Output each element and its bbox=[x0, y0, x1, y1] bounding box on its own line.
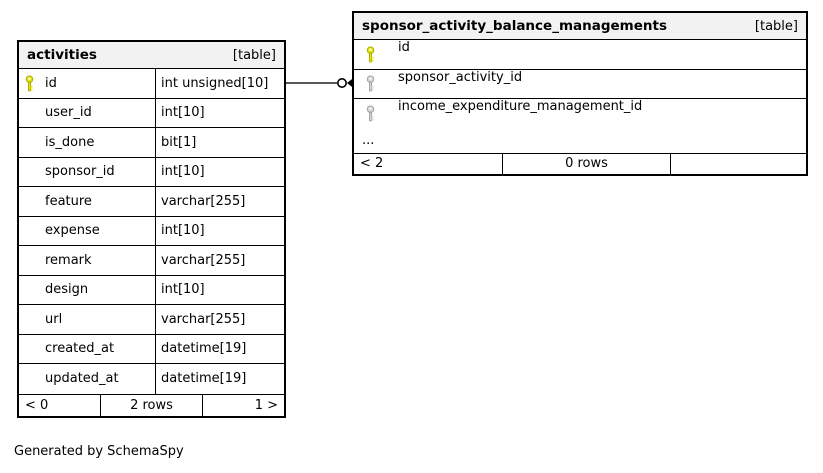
table-columns: id int unsigned[10] user_id int[10] is_d… bbox=[19, 69, 284, 394]
column-name: user_id bbox=[45, 105, 92, 121]
column-type: int[10] bbox=[155, 216, 284, 245]
column-row-feature[interactable]: feature varchar[255] bbox=[19, 187, 284, 217]
column-type: int[10] bbox=[155, 98, 284, 127]
column-name: income_expenditure_management_id bbox=[398, 99, 643, 114]
column-type: int[10] bbox=[155, 275, 284, 304]
column-type: varchar[255] bbox=[155, 187, 284, 216]
column-name: expense bbox=[45, 223, 100, 239]
column-name: remark bbox=[45, 252, 92, 268]
column-type: int unsigned[10] bbox=[155, 69, 284, 98]
column-row-is-done[interactable]: is_done bit[1] bbox=[19, 128, 284, 158]
foreign-key-icon bbox=[366, 105, 375, 122]
key-icon-slot bbox=[366, 40, 380, 69]
column-name-cell: user_id bbox=[19, 99, 155, 128]
column-name-cell: url bbox=[19, 305, 155, 334]
column-row-id[interactable]: id int unsigned[10] bbox=[19, 69, 284, 99]
column-name: sponsor_activity_id bbox=[398, 69, 523, 85]
table-type-tag: [table] bbox=[232, 47, 276, 63]
table-header[interactable]: sponsor_activity_balance_managements [ta… bbox=[354, 13, 806, 40]
column-row-sponsor-id[interactable]: sponsor_id int[10] bbox=[19, 157, 284, 187]
pager-row-count: 0 rows bbox=[503, 153, 671, 174]
column-type: int[10] bbox=[155, 157, 284, 186]
column-type: varchar[255] bbox=[155, 305, 284, 334]
generator-note: Generated by SchemaSpy bbox=[14, 444, 184, 459]
table-pager: < 0 2 rows 1 > bbox=[19, 393, 284, 416]
column-row-expense[interactable]: expense int[10] bbox=[19, 216, 284, 246]
column-type: datetime[19] bbox=[155, 334, 284, 363]
table-title: activities bbox=[27, 47, 97, 63]
pager-prev: < 0 bbox=[19, 394, 101, 416]
primary-key-icon bbox=[25, 75, 34, 92]
column-row-created-at[interactable]: created_at datetime[19] bbox=[19, 334, 284, 364]
relationship-connector bbox=[286, 77, 354, 89]
column-type: datetime[19] bbox=[155, 364, 284, 394]
table-title: sponsor_activity_balance_managements bbox=[362, 18, 667, 34]
column-row-sponsor-activity-id[interactable]: sponsor_activity_id bbox=[354, 69, 806, 99]
column-name-cell: is_done bbox=[19, 128, 155, 157]
column-name: created_at bbox=[45, 341, 115, 357]
column-name: url bbox=[45, 311, 63, 327]
column-row-id[interactable]: id bbox=[354, 40, 806, 70]
table-type-tag: [table] bbox=[754, 18, 798, 34]
column-name-cell: remark bbox=[19, 246, 155, 275]
column-name: design bbox=[45, 282, 89, 298]
table-pager: < 2 0 rows bbox=[354, 153, 806, 174]
column-type: bit[1] bbox=[155, 128, 284, 157]
column-name-cell: design bbox=[19, 276, 155, 305]
key-icon-slot bbox=[366, 99, 380, 129]
column-name-cell: feature bbox=[19, 187, 155, 216]
column-row-remark[interactable]: remark varchar[255] bbox=[19, 246, 284, 276]
column-name: is_done bbox=[45, 134, 95, 150]
column-row-income-expenditure-management-id[interactable]: income_expenditure_management_id bbox=[354, 99, 806, 129]
pager-row-count: 2 rows bbox=[101, 394, 203, 416]
table-header[interactable]: activities [table] bbox=[19, 42, 284, 69]
column-type: varchar[255] bbox=[155, 246, 284, 275]
columns-ellipsis: ... bbox=[354, 129, 806, 154]
column-name: updated_at bbox=[45, 371, 119, 387]
key-icon-slot bbox=[366, 70, 380, 99]
table-node-activities[interactable]: activities [table] id int unsigned[10] bbox=[17, 40, 286, 418]
column-row-user-id[interactable]: user_id int[10] bbox=[19, 98, 284, 128]
column-name: id bbox=[45, 75, 57, 91]
key-icon-slot bbox=[25, 75, 36, 92]
foreign-key-icon bbox=[366, 75, 375, 92]
column-name-cell: created_at bbox=[19, 335, 155, 364]
pager-prev: < 2 bbox=[354, 153, 503, 174]
column-name: id bbox=[398, 40, 410, 55]
column-name: sponsor_id bbox=[45, 164, 115, 180]
pager-next: 1 > bbox=[254, 397, 278, 413]
table-columns: id sponsor_activity_id bbox=[354, 40, 806, 129]
primary-key-icon bbox=[366, 46, 375, 63]
column-name: feature bbox=[45, 193, 92, 209]
column-row-design[interactable]: design int[10] bbox=[19, 275, 284, 305]
column-name-cell: updated_at bbox=[19, 364, 155, 394]
column-row-url[interactable]: url varchar[255] bbox=[19, 305, 284, 335]
pager-next bbox=[671, 154, 806, 174]
table-node-sponsor-activity-balance-managements[interactable]: sponsor_activity_balance_managements [ta… bbox=[352, 11, 808, 176]
column-name-cell: expense bbox=[19, 217, 155, 246]
column-name-cell: id bbox=[19, 69, 155, 98]
column-name-cell: sponsor_id bbox=[19, 158, 155, 187]
column-row-updated-at[interactable]: updated_at datetime[19] bbox=[19, 364, 284, 394]
